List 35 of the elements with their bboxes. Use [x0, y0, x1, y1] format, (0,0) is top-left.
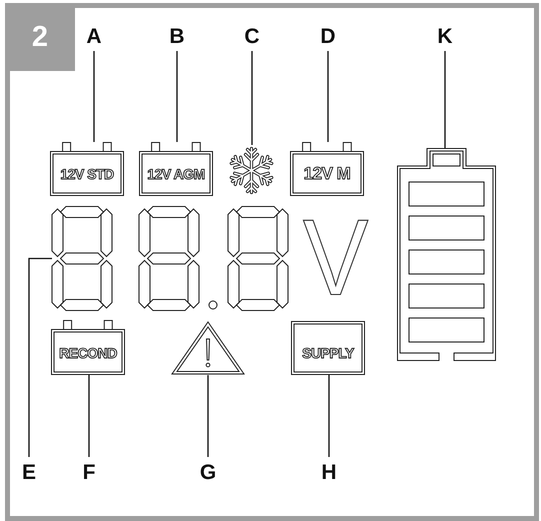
leader-line	[327, 51, 329, 142]
seven-segment-digit	[139, 206, 199, 311]
leader-line	[88, 375, 90, 457]
leader-line	[28, 258, 52, 457]
leader-line	[93, 51, 95, 142]
snowflake-icon	[228, 145, 275, 196]
battery-mode-symbol	[139, 142, 213, 196]
battery-mode-symbol	[50, 142, 124, 196]
leader-line	[176, 51, 178, 142]
callout-letter: E	[17, 460, 41, 484]
callout-letter: H	[317, 460, 341, 484]
leader-line	[328, 375, 330, 457]
leader-line	[444, 51, 446, 148]
unit-symbol: V	[303, 210, 367, 304]
mode-label: RECOND	[58, 344, 118, 363]
callout-letter: K	[433, 24, 457, 48]
mode-label: 12V STD	[59, 165, 115, 184]
callout-letter: G	[196, 460, 220, 484]
mode-label: SUPPLY	[301, 344, 356, 363]
battery-level-icon	[397, 148, 496, 361]
leader-line	[251, 51, 253, 145]
battery-mode-symbol	[290, 142, 364, 196]
callout-letter: A	[82, 24, 106, 48]
callout-letter: D	[316, 24, 340, 48]
callout-letter: B	[165, 24, 189, 48]
mode-label: 12V M	[302, 163, 352, 185]
warning-triangle-icon	[171, 321, 245, 375]
battery-mode-symbol	[51, 320, 125, 375]
callout-letter: C	[240, 24, 264, 48]
seven-segment-digit	[52, 206, 112, 311]
leader-line	[207, 375, 209, 457]
mode-indicator	[291, 321, 365, 375]
seven-segment-digit	[228, 206, 288, 311]
callout-letter: F	[77, 460, 101, 484]
mode-label: 12V AGM	[146, 165, 206, 184]
